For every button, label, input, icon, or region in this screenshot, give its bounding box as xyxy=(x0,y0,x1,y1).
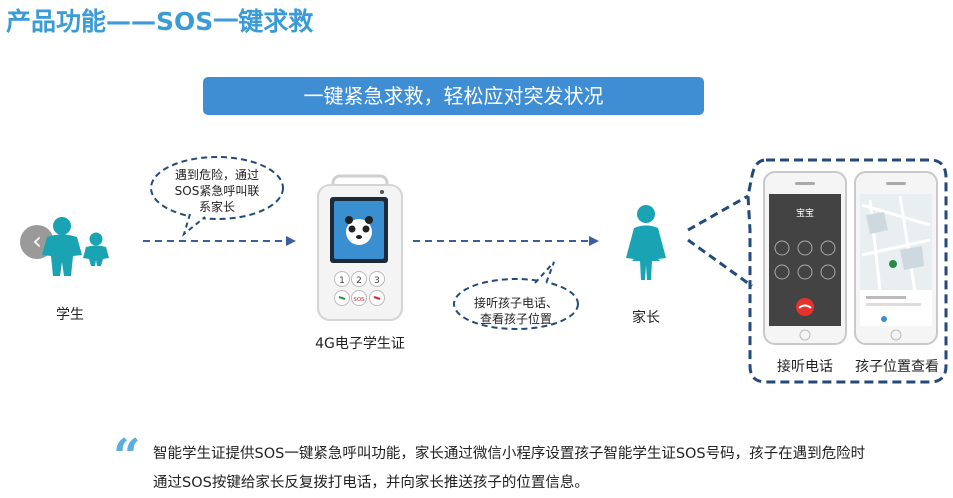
student-icon xyxy=(42,217,109,276)
student-label: 学生 xyxy=(56,307,84,323)
bubble-left-line: 遇到危险，通过 xyxy=(174,168,259,182)
banner: 一键紧急求救，轻松应对突发状况 xyxy=(203,77,704,115)
bubble-left-line: SOS紧急呼叫联 xyxy=(174,184,260,198)
parent-icon xyxy=(626,205,666,280)
quote-icon: “ xyxy=(113,429,141,485)
caller-name: 宝宝 xyxy=(796,207,814,219)
arrow-head xyxy=(286,236,296,246)
student-card-device xyxy=(317,174,403,321)
callout-bubble-middle xyxy=(453,261,579,330)
bubble-left-line: 系家长 xyxy=(198,200,235,214)
connector-line xyxy=(687,194,749,232)
bubble-middle-line: 接听孩子电话、 xyxy=(473,296,558,310)
description-text: 智能学生证提供SOS一键紧急呼叫功能，家长通过微信小程序设置孩子智能学生证SOS… xyxy=(153,446,866,491)
phone-map-screen xyxy=(854,171,938,345)
device-key-2: 2 xyxy=(356,276,362,286)
phone-call-screen xyxy=(763,171,847,345)
callout-bubble-left xyxy=(150,156,284,237)
phone-left-label: 接听电话 xyxy=(777,359,833,375)
phones-frame xyxy=(746,158,948,384)
device-key-1: 1 xyxy=(339,276,345,286)
bubble-middle-text: 接听孩子电话、 查看孩子位置 xyxy=(460,295,572,327)
device-key-3: 3 xyxy=(374,276,380,286)
device-sos-key: SOS xyxy=(353,297,365,303)
arrow-head xyxy=(589,236,599,246)
page-title: 产品功能——SOS一键求救 xyxy=(6,7,314,36)
device-label: 4G电子学生证 xyxy=(315,336,405,352)
bubble-middle-line: 查看孩子位置 xyxy=(479,312,552,326)
phone-right-label: 孩子位置查看 xyxy=(855,359,939,375)
parent-label: 家长 xyxy=(632,310,660,326)
connector-line xyxy=(687,238,753,288)
bubble-left-text: 遇到危险，通过 SOS紧急呼叫联 系家长 xyxy=(161,167,273,215)
